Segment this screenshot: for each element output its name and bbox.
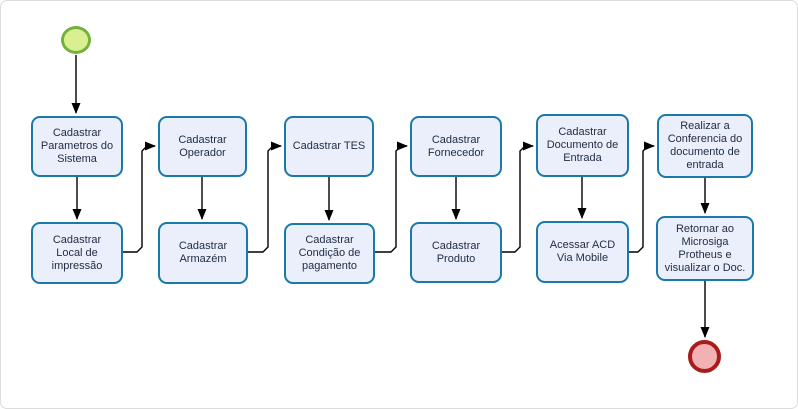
flow-arrow-local-to-operador bbox=[123, 141, 156, 253]
task-cadastrar-operador[interactable]: Cadastrar Operador bbox=[158, 116, 247, 177]
task-label: Cadastrar Parametros do Sistema bbox=[40, 127, 114, 165]
flow-arrow-acd-to-realizar bbox=[629, 141, 655, 253]
task-label: Cadastrar Local de impressão bbox=[51, 233, 103, 272]
task-label: Cadastrar Produto bbox=[431, 239, 481, 265]
task-cadastrar-condicao-de-pagamento[interactable]: Cadastrar Condição de pagamento bbox=[284, 223, 375, 284]
flow-arrow-condicao-to-fornecedor bbox=[375, 141, 408, 253]
task-label: Retornar ao Microsiga Protheus e visuali… bbox=[664, 222, 746, 274]
task-realizar-conferencia-do-documento-de-entrada[interactable]: Realizar a Conferencia do documento de e… bbox=[657, 114, 753, 178]
task-label: Cadastrar Documento de Entrada bbox=[546, 126, 619, 164]
task-cadastrar-local-de-impressao[interactable]: Cadastrar Local de impressão bbox=[31, 222, 123, 284]
task-cadastrar-armazem[interactable]: Cadastrar Armazém bbox=[158, 222, 248, 284]
task-label: Cadastrar TES bbox=[292, 140, 366, 152]
task-label: Realizar a Conferencia do documento de e… bbox=[667, 120, 743, 171]
flow-arrow-produto-to-documento bbox=[502, 141, 534, 253]
task-cadastrar-fornecedor[interactable]: Cadastrar Fornecedor bbox=[410, 116, 502, 177]
start-event-circle[interactable] bbox=[61, 26, 91, 54]
flow-arrow-armazem-to-tes bbox=[248, 141, 282, 253]
task-label: Cadastrar Operador bbox=[178, 133, 227, 159]
task-label: Cadastrar Fornecedor bbox=[427, 133, 485, 159]
task-cadastrar-tes[interactable]: Cadastrar TES bbox=[284, 116, 374, 177]
task-retornar-ao-microsiga-protheus[interactable]: Retornar ao Microsiga Protheus e visuali… bbox=[656, 216, 754, 281]
task-label: Cadastrar Condição de pagamento bbox=[298, 234, 361, 272]
task-cadastrar-produto[interactable]: Cadastrar Produto bbox=[410, 222, 502, 283]
task-cadastrar-parametros-do-sistema[interactable]: Cadastrar Parametros do Sistema bbox=[31, 116, 123, 177]
end-event-circle[interactable] bbox=[688, 340, 721, 373]
task-label: Cadastrar Armazém bbox=[178, 240, 228, 265]
task-label: Acessar ACD Via Mobile bbox=[549, 239, 616, 264]
task-cadastrar-documento-de-entrada[interactable]: Cadastrar Documento de Entrada bbox=[536, 114, 629, 177]
task-acessar-acd-via-mobile[interactable]: Acessar ACD Via Mobile bbox=[536, 221, 629, 283]
